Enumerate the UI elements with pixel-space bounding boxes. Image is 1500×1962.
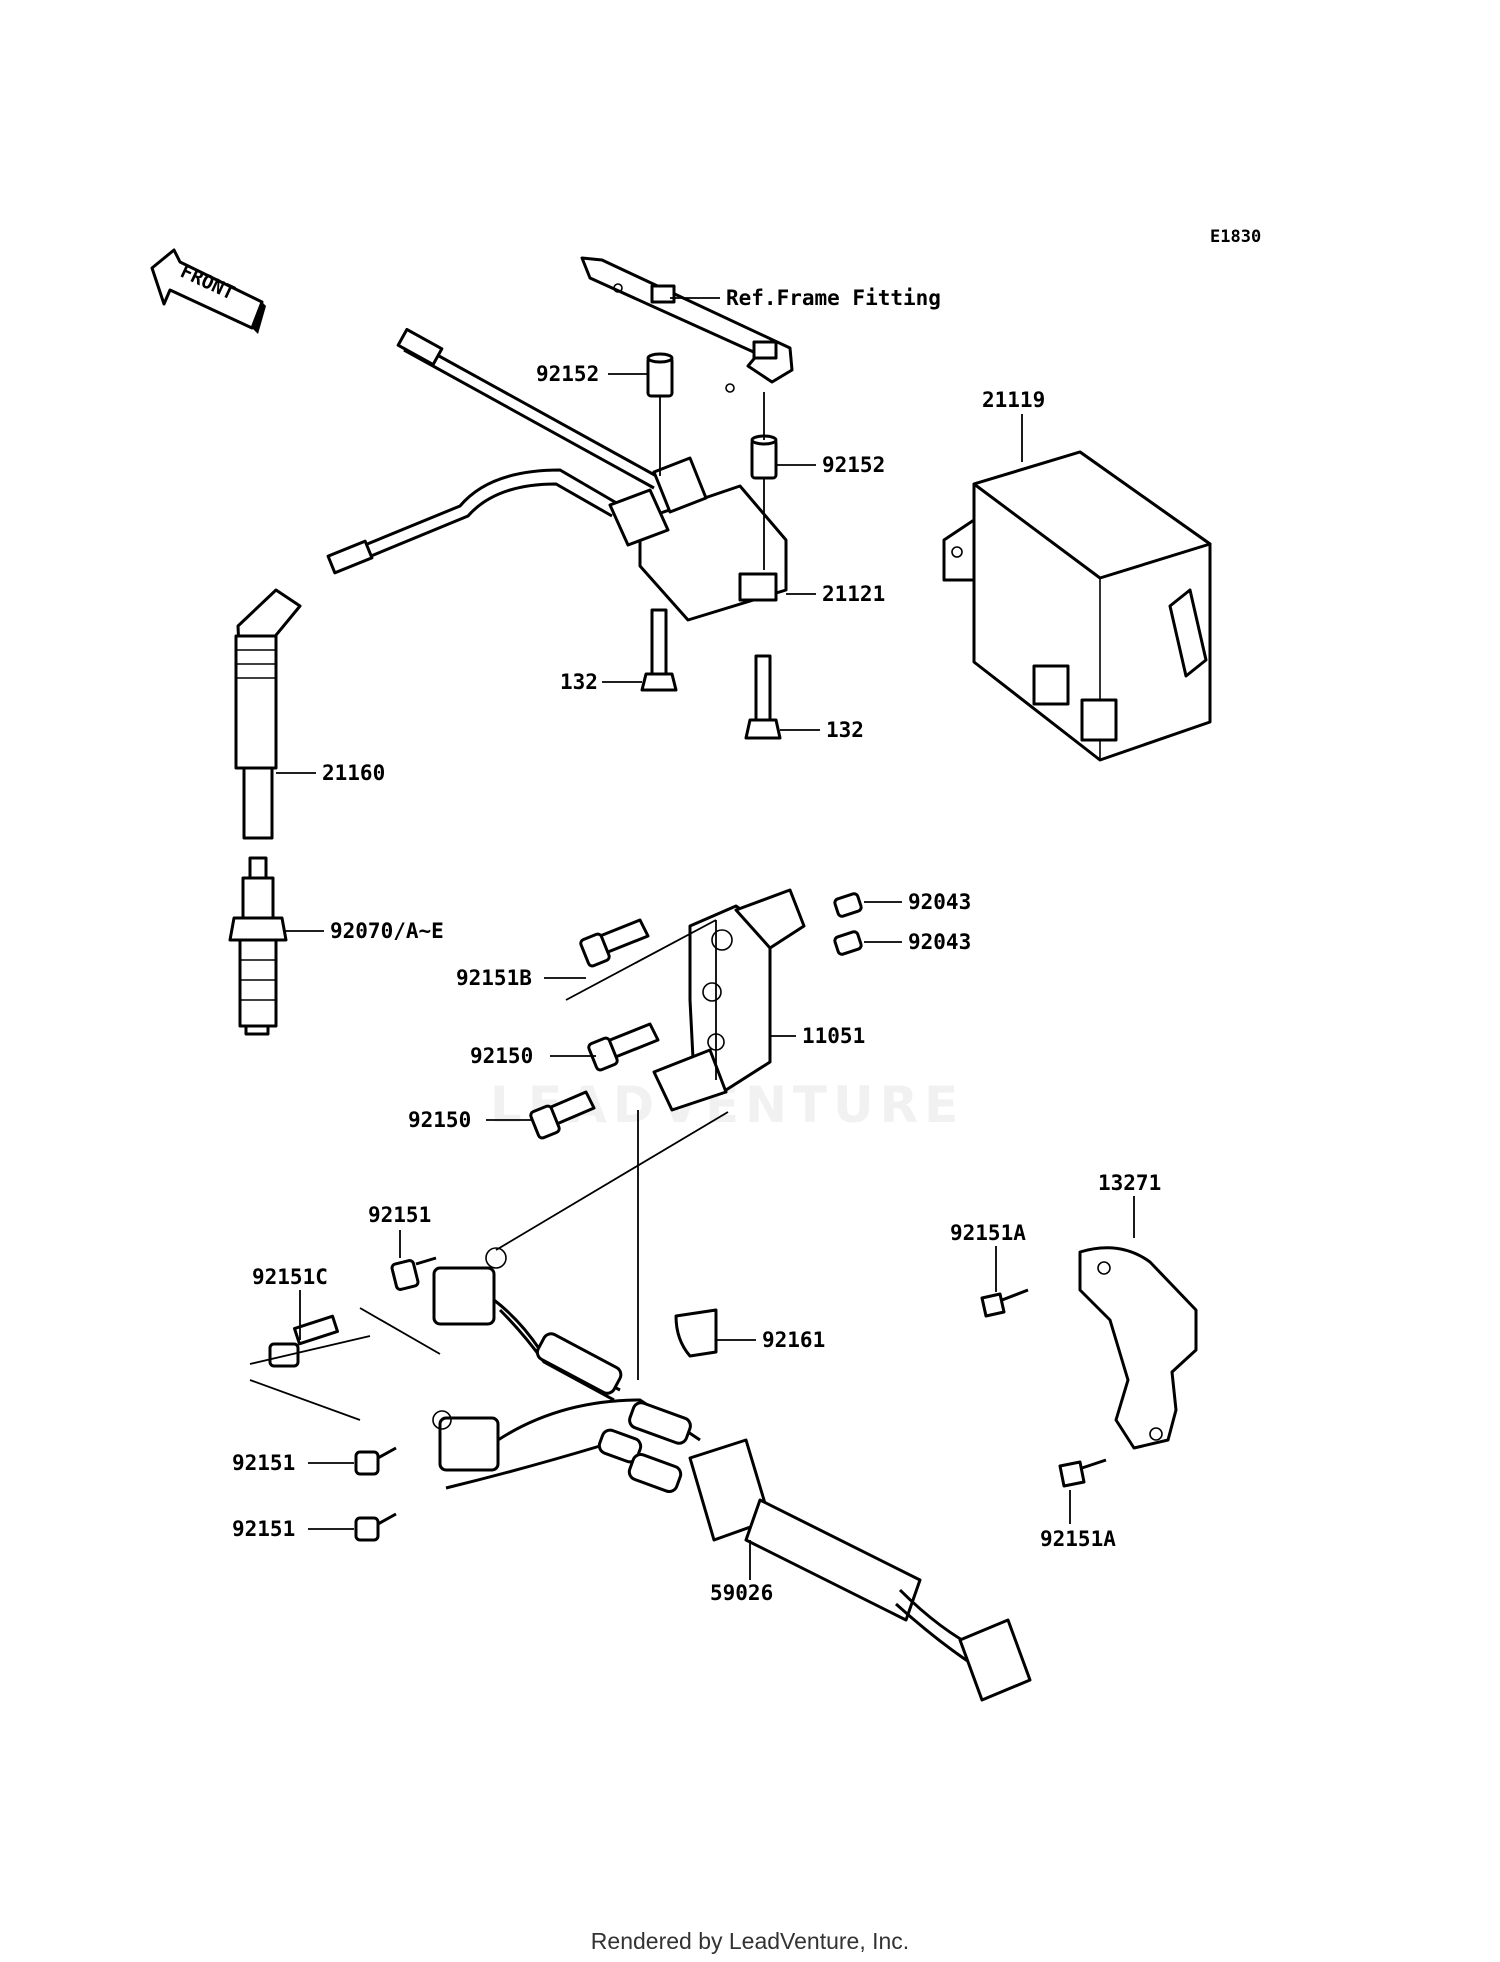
part-21160-label: 21160 bbox=[322, 761, 385, 785]
part-59026-label: 59026 bbox=[710, 1581, 773, 1605]
wiring-harness bbox=[432, 1247, 1032, 1702]
part-92043-lower-label: 92043 bbox=[908, 930, 971, 954]
screw-92151c bbox=[268, 1314, 339, 1368]
part-13271-label: 13271 bbox=[1098, 1171, 1161, 1195]
spark-plug-cap bbox=[234, 588, 302, 840]
part-92152-upper-label: 92152 bbox=[536, 362, 599, 386]
pad-92161 bbox=[674, 1308, 718, 1358]
part-132-left-label: 132 bbox=[560, 670, 598, 694]
bolt-92151a-top bbox=[980, 1288, 1029, 1318]
part-11051-label: 11051 bbox=[802, 1024, 865, 1048]
collar-92152-upper bbox=[646, 352, 674, 398]
part-21119-label: 21119 bbox=[982, 388, 1045, 412]
bolt-132-left bbox=[640, 608, 678, 692]
frame-fitting-bracket bbox=[580, 256, 794, 393]
bolt-132-right bbox=[744, 654, 782, 740]
part-92043-upper-label: 92043 bbox=[908, 890, 971, 914]
part-92151-mid-label: 92151 bbox=[232, 1451, 295, 1475]
igniter-unit bbox=[942, 450, 1212, 762]
part-92161-label: 92161 bbox=[762, 1328, 825, 1352]
screw-92151b bbox=[579, 918, 650, 968]
screw-92151-mid bbox=[354, 1446, 397, 1476]
collar-92152-lower bbox=[750, 434, 778, 480]
part-132-right-label: 132 bbox=[826, 718, 864, 742]
screw-92150-upper bbox=[587, 1022, 660, 1072]
ref-frame-label: Ref.Frame Fitting bbox=[726, 286, 941, 310]
screw-92151-low bbox=[354, 1512, 397, 1542]
part-92152-lower-label: 92152 bbox=[822, 453, 885, 477]
footer-credit: Rendered by LeadVenture, Inc. bbox=[590, 1928, 910, 1954]
bolt-92151a-bottom bbox=[1058, 1458, 1107, 1488]
screw-92150-lower bbox=[529, 1090, 596, 1140]
diagram-code: E1830 bbox=[1210, 227, 1261, 247]
part-92151c-label: 92151C bbox=[252, 1265, 328, 1289]
part-92151a-top-label: 92151A bbox=[950, 1221, 1026, 1245]
part-92151-low-label: 92151 bbox=[232, 1517, 295, 1541]
front-arrow-icon: FRONT bbox=[150, 248, 266, 334]
spark-plug bbox=[228, 856, 288, 1036]
part-92151a-bottom-label: 92151A bbox=[1040, 1527, 1116, 1551]
mount-bracket bbox=[652, 888, 806, 1112]
part-92151-top-label: 92151 bbox=[368, 1203, 431, 1227]
part-92150-lower-label: 92150 bbox=[408, 1108, 471, 1132]
cover-13271 bbox=[1078, 1246, 1198, 1450]
collar-92043-upper bbox=[833, 892, 863, 918]
part-21121-label: 21121 bbox=[822, 582, 885, 606]
screw-92151-top bbox=[390, 1256, 437, 1291]
part-92151b-label: 92151B bbox=[456, 966, 532, 990]
collar-92043-lower bbox=[833, 930, 863, 956]
ignition-coil bbox=[326, 327, 788, 622]
part-92070-label: 92070/A~E bbox=[330, 919, 444, 943]
part-92150-upper-label: 92150 bbox=[470, 1044, 533, 1068]
leader-lines bbox=[249, 297, 1135, 1580]
